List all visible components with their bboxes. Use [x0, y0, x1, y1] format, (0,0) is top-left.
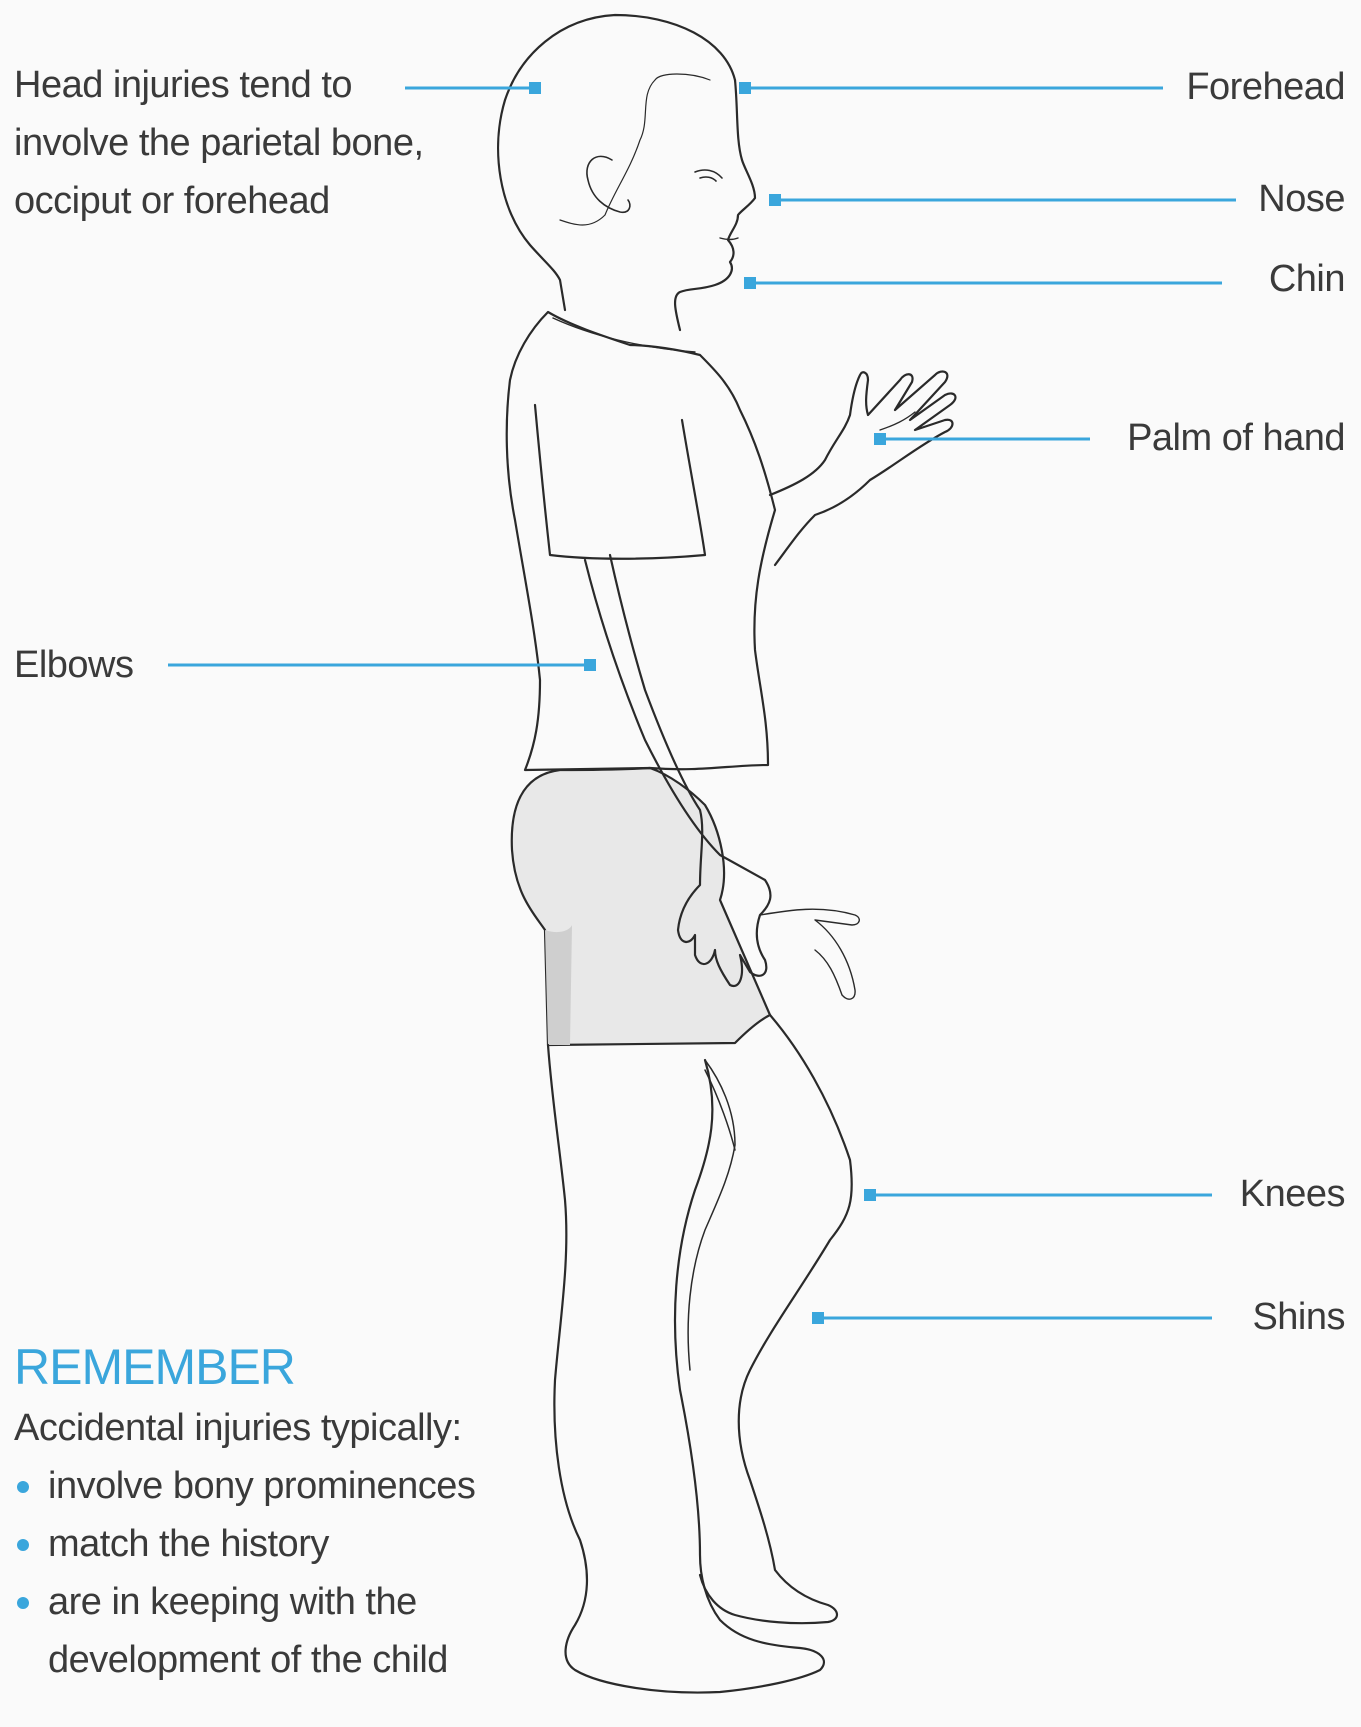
remember-list: involve bony prominences match the histo…: [14, 1457, 475, 1689]
head-note-line: Head injuries tend to: [14, 56, 424, 114]
label-nose: Nose: [1258, 170, 1345, 228]
head-note-line: occiput or forehead: [14, 172, 424, 230]
bullet-text-continued: development of the child: [48, 1631, 475, 1689]
hairline: [560, 74, 710, 225]
marker-knees: [864, 1189, 876, 1201]
eye: [695, 170, 722, 181]
fingers: [760, 909, 859, 999]
remember-bullet: match the history: [14, 1515, 475, 1573]
bullet-text: match the history: [48, 1515, 475, 1573]
marker-forehead: [739, 82, 751, 94]
ear: [587, 156, 630, 212]
shirt-outline: [507, 312, 775, 770]
child-figure: [498, 15, 955, 1693]
label-chin: Chin: [1269, 250, 1345, 308]
bullet-text: are in keeping with the: [48, 1573, 475, 1631]
label-knees: Knees: [1240, 1165, 1345, 1223]
remember-bullet: involve bony prominences: [14, 1457, 475, 1515]
label-elbows: Elbows: [14, 636, 134, 694]
back-leg: [548, 1045, 824, 1693]
face-outline: [675, 80, 755, 330]
marker-chin: [744, 277, 756, 289]
remember-intro: Accidental injuries typically:: [14, 1399, 475, 1457]
collar: [553, 318, 695, 352]
marker-elbows: [584, 659, 596, 671]
marker-head: [529, 82, 541, 94]
bullet-text: involve bony prominences: [48, 1457, 475, 1515]
head-injury-note: Head injuries tend to involve the pariet…: [14, 56, 424, 230]
sleeve: [535, 405, 705, 559]
label-forehead: Forehead: [1186, 58, 1345, 116]
label-shins: Shins: [1252, 1288, 1345, 1346]
remember-box: REMEMBER Accidental injuries typically: …: [14, 1335, 475, 1689]
callout-lines: [168, 82, 1236, 1324]
label-palm: Palm of hand: [1127, 409, 1345, 467]
remember-bullet: are in keeping with the development of t…: [14, 1573, 475, 1689]
marker-shins: [812, 1312, 824, 1324]
marker-palm: [874, 433, 886, 445]
bullet-dot: [17, 1539, 29, 1551]
back-arm: [770, 371, 955, 565]
shorts-shadow: [545, 925, 572, 1045]
bullet-dot: [17, 1597, 29, 1609]
remember-title: REMEMBER: [14, 1335, 475, 1399]
bullet-dot: [17, 1481, 29, 1493]
marker-nose: [769, 194, 781, 206]
head-outline: [498, 15, 735, 310]
head-note-line: involve the parietal bone,: [14, 114, 424, 172]
